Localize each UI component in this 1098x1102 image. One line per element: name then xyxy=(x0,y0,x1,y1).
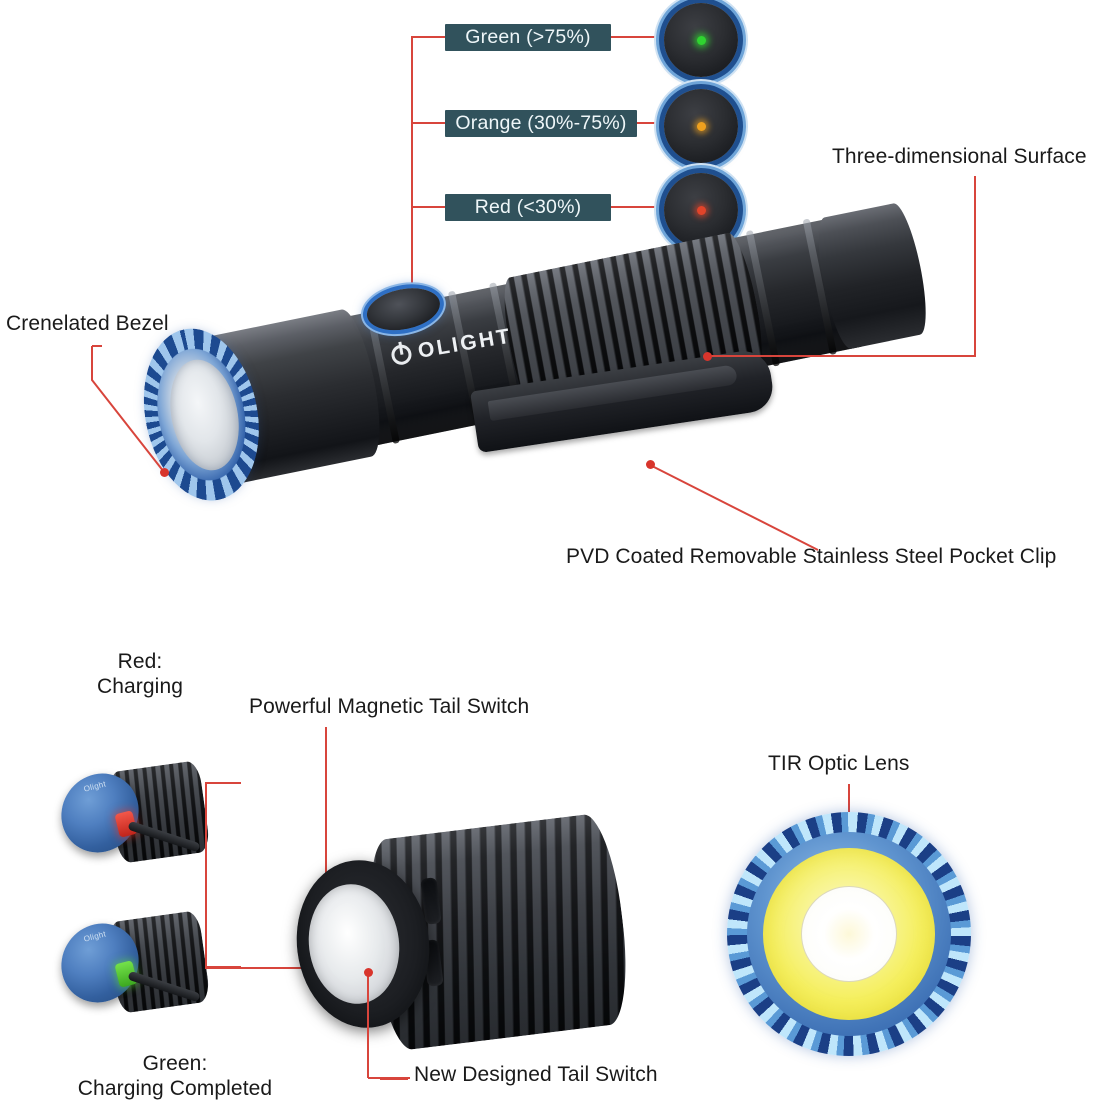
indicator-button-green xyxy=(664,3,738,77)
leader-dot-pocket-clip xyxy=(646,460,655,469)
indicator-button-orange xyxy=(664,89,738,163)
callout-tir-optic-lens: TIR Optic Lens xyxy=(768,752,910,775)
callout-crenelated-bezel: Crenelated Bezel xyxy=(6,312,169,335)
charging-red-line1: Red: xyxy=(117,650,163,673)
indicator-tag-green[interactable]: Green (>75%) xyxy=(445,24,611,51)
indicator-tag-red[interactable]: Red (<30%) xyxy=(445,194,611,221)
callout-magnetic-tail-switch: Powerful Magnetic Tail Switch xyxy=(249,695,530,718)
leader-new-designed-tail-switch-h xyxy=(380,1078,408,1080)
indicator-branch-green xyxy=(411,36,445,38)
leader-new-designed-join xyxy=(368,1077,410,1079)
indicator-spine-vertical xyxy=(411,36,413,340)
indicator-branch-orange xyxy=(411,122,445,124)
dock-bracket-top xyxy=(205,782,241,784)
charging-green-line2: Charging Completed xyxy=(77,1076,273,1100)
indicator-tag-red-label: Red (<30%) xyxy=(474,196,582,218)
callout-new-designed-tail-switch: New Designed Tail Switch xyxy=(414,1063,658,1086)
leader-three-dimensional-surface xyxy=(710,176,976,357)
indicator-lead-green xyxy=(611,36,671,38)
leader-magnetic-tail-switch xyxy=(325,727,327,937)
indicator-led-orange xyxy=(696,121,706,131)
leader-pocket-clip xyxy=(651,465,819,551)
indicator-branch-red xyxy=(411,206,445,208)
leader-dot-crenelated-bezel xyxy=(160,468,169,477)
indicator-led-red xyxy=(696,205,706,215)
leader-crenelated-bezel xyxy=(91,346,165,473)
indicator-lead-orange xyxy=(637,122,671,124)
indicator-tag-orange-label: Orange (30%-75%) xyxy=(455,112,627,134)
charging-dock-green: Olight xyxy=(55,902,211,1022)
callout-pocket-clip: PVD Coated Removable Stainless Steel Poc… xyxy=(566,545,1057,568)
olight-mark-icon xyxy=(389,343,413,367)
indicator-tag-green-label: Green (>75%) xyxy=(465,26,591,48)
indicator-led-green xyxy=(696,35,706,45)
leader-dot-new-designed-tail-switch xyxy=(364,968,373,977)
charging-red-line2: Charging xyxy=(96,674,184,698)
indicator-tag-orange[interactable]: Orange (30%-75%) xyxy=(445,110,637,137)
callout-charging-red: Red: Charging xyxy=(60,650,220,700)
dock-bracket-stem xyxy=(205,967,335,969)
tir-center-emitter xyxy=(801,886,897,982)
tir-lens-graphic xyxy=(727,812,971,1056)
charging-dock-red: Olight xyxy=(55,752,211,872)
leader-dot-three-dimensional-surface xyxy=(703,352,712,361)
leader-crenelated-bezel-h xyxy=(92,345,102,347)
tail-switch-photo xyxy=(285,811,635,1068)
charging-green-line1: Green: xyxy=(142,1052,208,1075)
indicator-lead-red xyxy=(611,206,671,208)
callout-charging-green: Green: Charging Completed xyxy=(30,1052,320,1102)
leader-new-designed-tail-switch xyxy=(367,976,369,1078)
dock-bracket-vertical xyxy=(205,782,207,968)
callout-three-dimensional-surface: Three-dimensional Surface xyxy=(832,145,1087,168)
